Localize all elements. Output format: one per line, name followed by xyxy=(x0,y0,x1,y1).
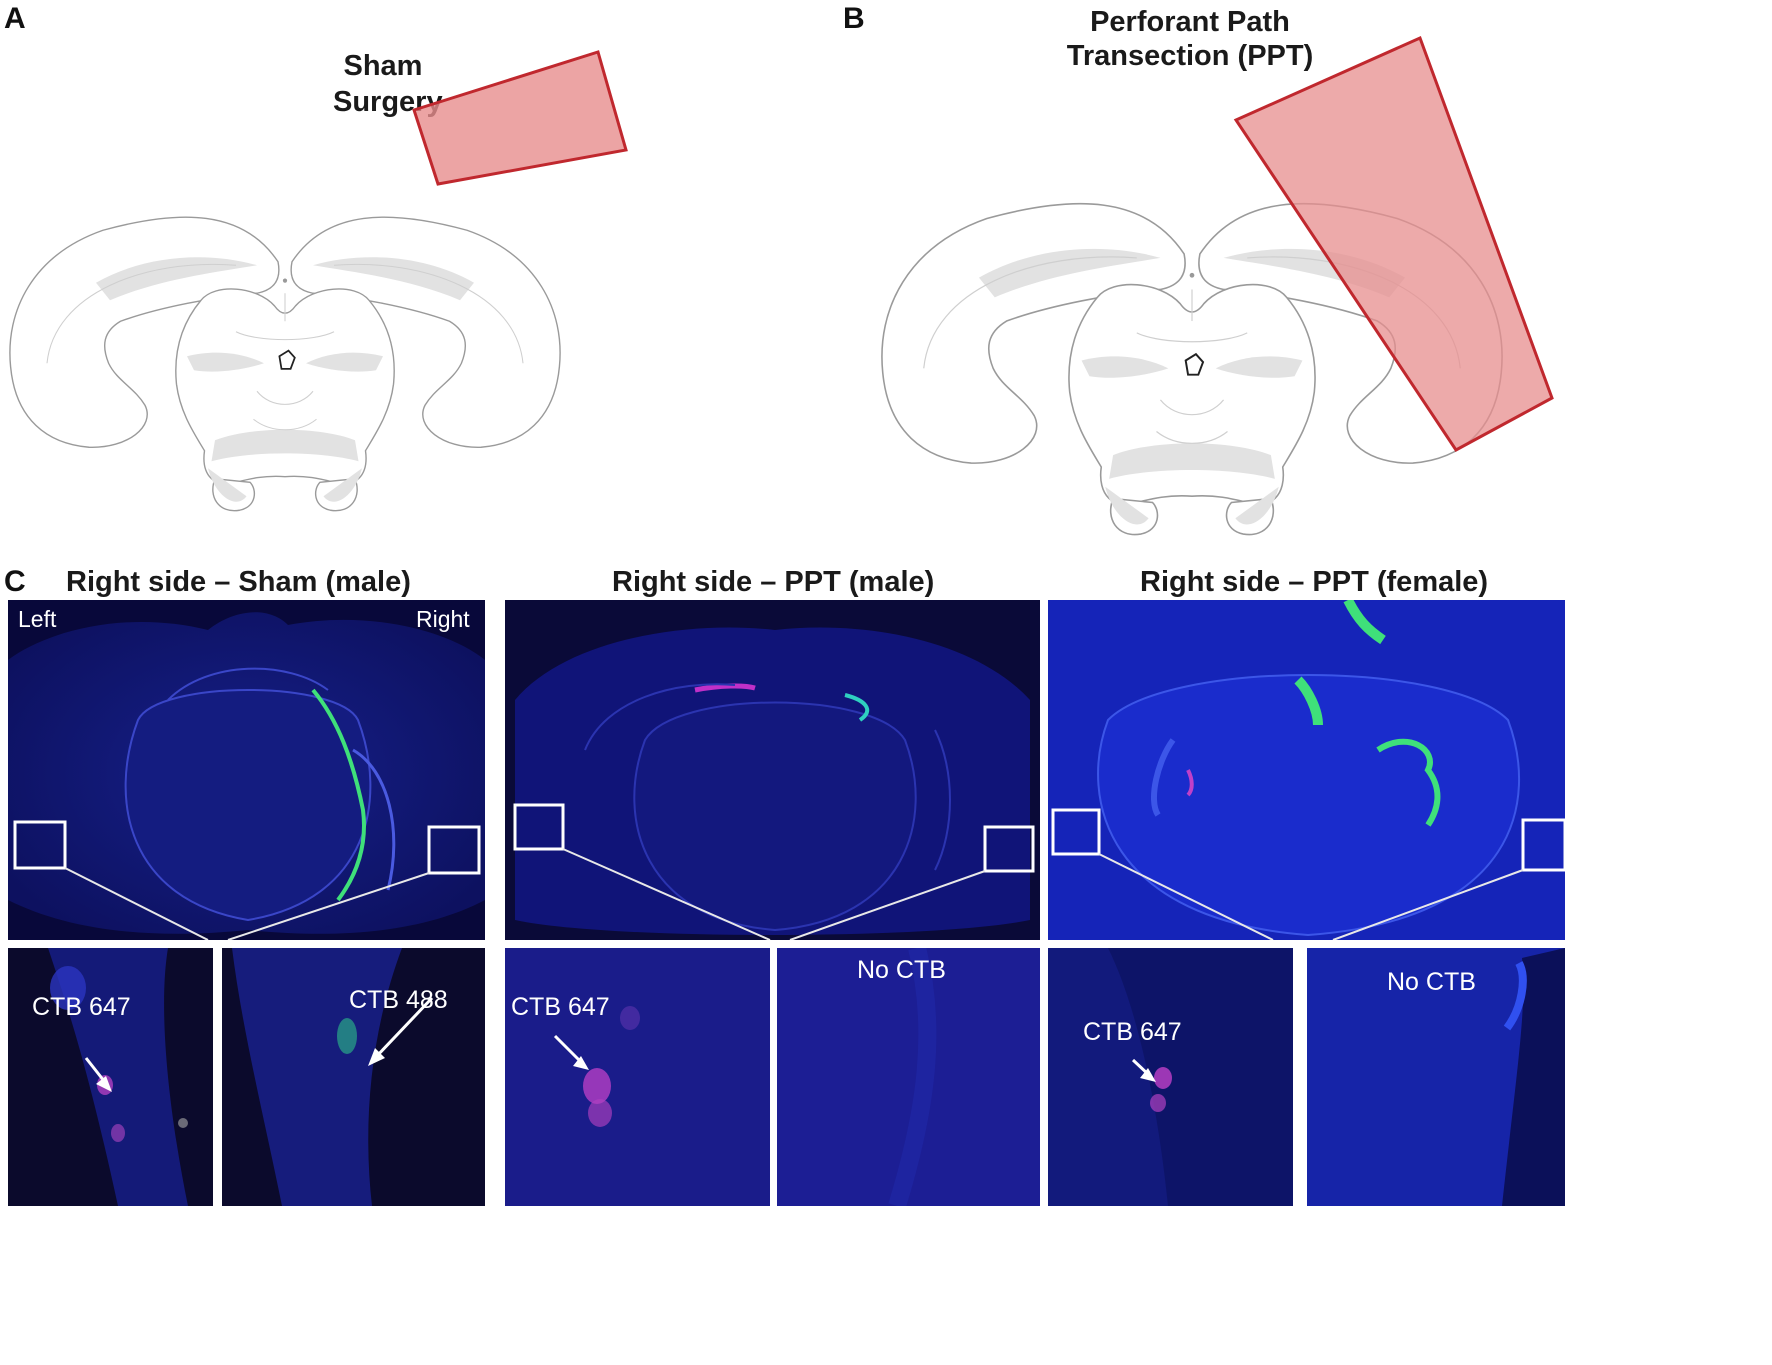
panel-b-title-line1: Perforant Path xyxy=(1090,6,1290,38)
panel-c-col1-title: Right side – Sham (male) xyxy=(66,566,411,598)
ppt-female-right-roi-box xyxy=(1521,818,1565,872)
ppt-lesion-box xyxy=(1233,35,1554,452)
side-label-left: Left xyxy=(18,606,57,632)
ppt-lesion-rect xyxy=(1233,35,1554,452)
ppt-female-overview-image xyxy=(1048,600,1565,940)
sham-left-inset-image: CTB 647 xyxy=(8,948,213,1206)
ppt-female-left-roi-box xyxy=(1051,808,1101,856)
sham-right-roi-box xyxy=(427,825,481,875)
sham-right-inset-image: CTB 488 xyxy=(222,948,485,1206)
sham-left-roi-box xyxy=(13,820,67,870)
panel-c-letter: C xyxy=(4,565,26,598)
ppt-male-no-ctb-label: No CTB xyxy=(857,956,946,984)
ppt-male-right-roi-box xyxy=(983,825,1035,873)
ppt-female-no-ctb-label: No CTB xyxy=(1387,968,1476,996)
panel-b-letter: B xyxy=(843,2,865,35)
ppt-male-left-roi-box xyxy=(513,803,565,851)
ppt-female-left-inset-image: CTB 647 xyxy=(1048,948,1293,1206)
sham-lesion-box xyxy=(412,50,628,186)
sham-lesion-rect xyxy=(412,50,628,186)
ppt-female-right-inset-image: No CTB xyxy=(1307,948,1565,1206)
panel-b-title-line2: Transection (PPT) xyxy=(1066,40,1314,72)
panel-c-col3-title: Right side – PPT (female) xyxy=(1140,566,1489,598)
panel-a-title: Sham Surgery xyxy=(333,50,443,118)
ppt-male-overview-image xyxy=(505,600,1040,940)
ppt-female-ctb-647-label: CTB 647 xyxy=(1083,1018,1182,1046)
panel-c-col2-title: Right side – PPT (male) xyxy=(612,566,935,598)
side-label-right: Right xyxy=(416,606,470,632)
ppt-male-right-inset-image: No CTB xyxy=(777,948,1040,1206)
ppt-male-ctb-647-label: CTB 647 xyxy=(511,993,610,1021)
sham-ctb-647-label: CTB 647 xyxy=(32,993,131,1021)
ppt-male-left-inset-image: CTB 647 xyxy=(505,948,770,1206)
sham-ctb-488-label: CTB 488 xyxy=(349,986,448,1014)
sham-male-overview-image: Left Right xyxy=(8,600,485,940)
panel-a-letter: A xyxy=(4,2,26,35)
